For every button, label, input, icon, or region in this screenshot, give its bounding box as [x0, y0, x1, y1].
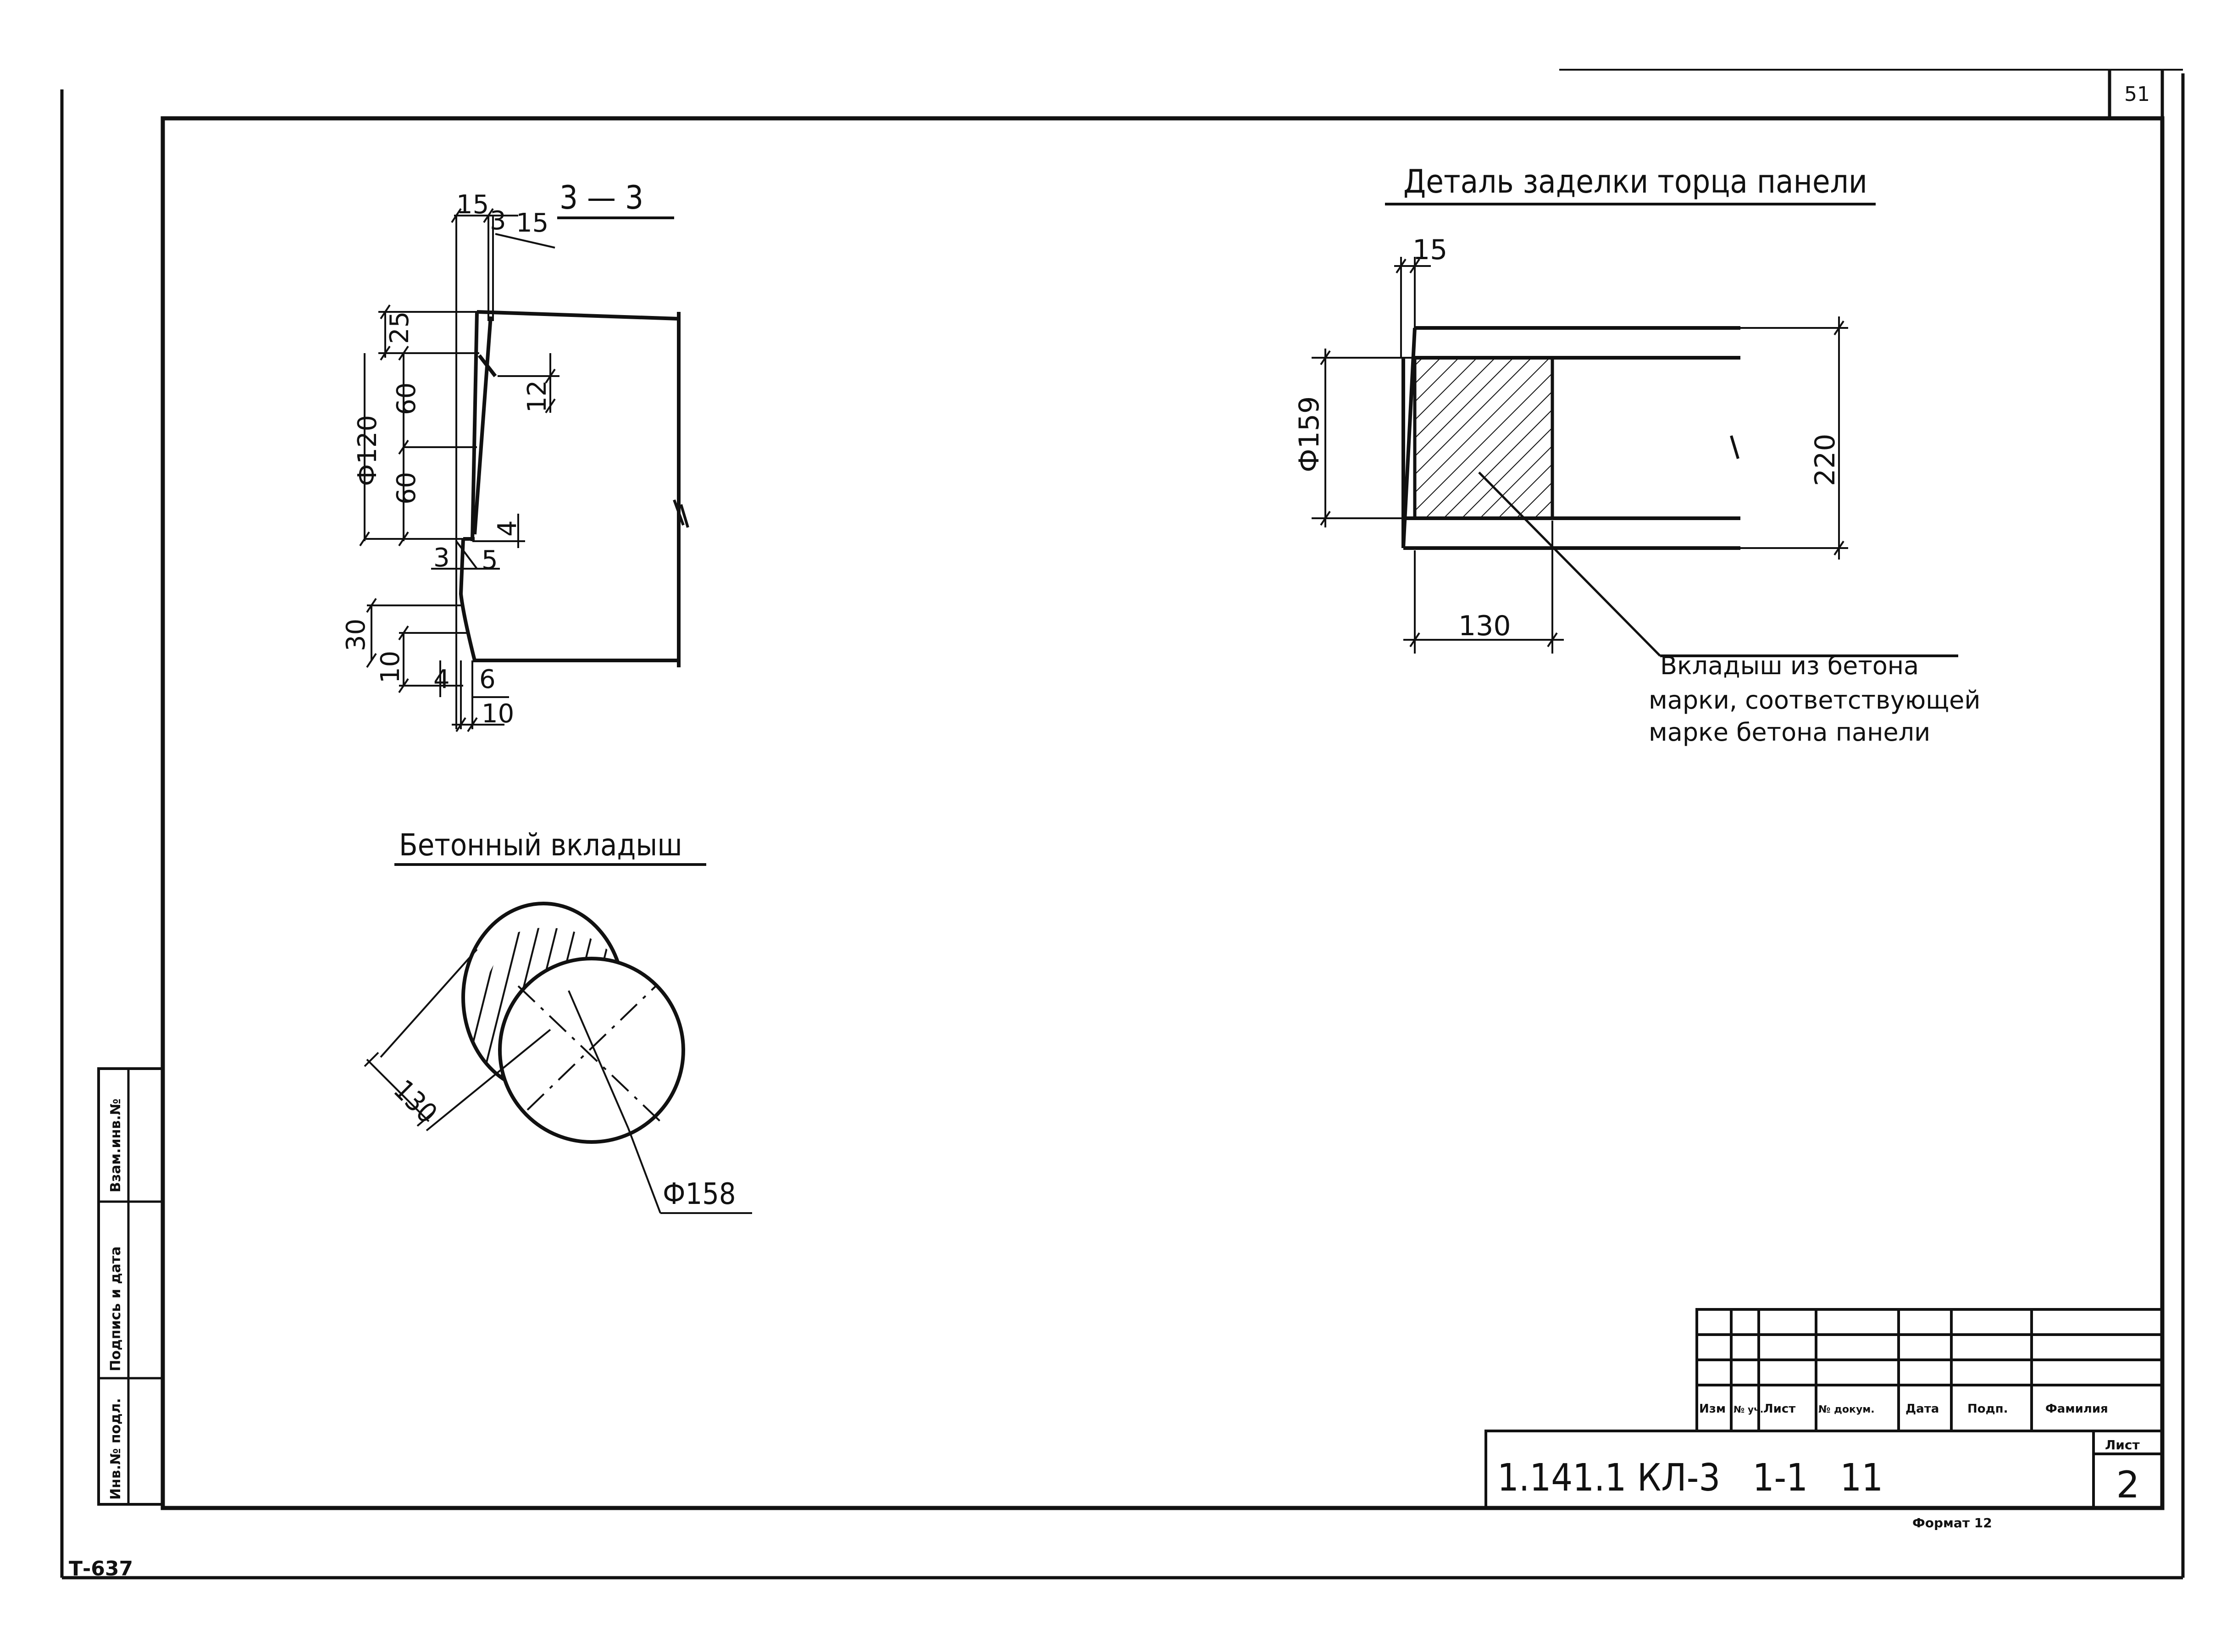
side-stamp: Инв.№ подл. Подпись и дата Взам.инв.№ — [97, 1067, 164, 1506]
dim-30: 30 — [341, 619, 371, 651]
dim-15-top-right: 15 — [516, 208, 548, 238]
panel-end-detail: Деталь заделки торца панели — [1293, 163, 1980, 747]
tb-header-familiya: Фамилия — [2045, 1402, 2108, 1416]
detail-note-line1: Вкладыш из бетона — [1660, 651, 1919, 680]
concrete-insert-view: Бетонный вкладыш — [364, 827, 752, 1214]
concrete-insert-hatch — [1413, 356, 1554, 520]
dim-6: 6 — [479, 665, 496, 694]
dim-3-top: 3 — [490, 206, 506, 236]
dim-3-mid: 3 — [433, 543, 450, 573]
detail-dim-130: 130 — [1458, 610, 1511, 642]
stamp-inv-podl: Инв.№ подл. — [108, 1398, 124, 1500]
dim-60-bottom: 60 — [392, 472, 421, 504]
insert-dim-130: 130 — [387, 1074, 443, 1130]
dim-10-left: 10 — [376, 651, 405, 683]
dim-10-bottom: 10 — [482, 699, 514, 729]
title-block: Изм № уч. Лист № докум. Дата Подп. Фамил… — [1484, 1308, 2164, 1530]
dim-25: 25 — [385, 311, 415, 344]
format-label: Формат 12 — [1912, 1515, 1992, 1530]
tb-designation: 1.141.1 КЛ-3 1-1 11 — [1497, 1456, 1883, 1500]
dim-60-top: 60 — [392, 383, 421, 415]
dim-12: 12 — [522, 380, 552, 413]
detail-dim-15: 15 — [1412, 234, 1447, 266]
tb-sheet-label: Лист — [2105, 1437, 2140, 1452]
tb-header-podp: Подп. — [1967, 1402, 2008, 1416]
dim-phi120: Ф120 — [353, 415, 382, 486]
page-number: 51 — [2124, 83, 2150, 106]
detail-dim-phi159: Ф159 — [1293, 396, 1325, 472]
stamp-vzam-inv: Взам.инв.№ — [108, 1098, 124, 1192]
detail-title: Деталь заделки торца панели — [1403, 163, 1867, 200]
tb-header-data: Дата — [1905, 1402, 1939, 1416]
tb-header-nuch: № уч. — [1734, 1404, 1763, 1415]
insert-dim-phi158: Ф158 — [663, 1177, 736, 1211]
tb-header-list: Лист — [1763, 1402, 1795, 1416]
detail-dim-220: 220 — [1809, 433, 1841, 486]
section-3-3: 3 — 3 — [341, 179, 689, 732]
dim-4-bottom: 4 — [433, 665, 450, 694]
tb-header-dokum: № докум. — [1818, 1404, 1875, 1415]
insert-title: Бетонный вкладыш — [399, 827, 682, 863]
insert-front-face — [498, 957, 685, 1144]
detail-note-line3: марке бетона панели — [1649, 718, 1930, 747]
archive-code: Т-637 — [69, 1557, 133, 1580]
stamp-podpis-data: Подпись и дата — [108, 1247, 124, 1371]
dim-15-top-left: 15 — [456, 190, 489, 220]
tb-sheet-number: 2 — [2116, 1464, 2140, 1506]
dim-4-right: 4 — [493, 520, 522, 537]
tb-header-izm: Изм — [1699, 1402, 1726, 1416]
dim-5: 5 — [482, 545, 498, 575]
section-3-3-title: 3 — 3 — [559, 179, 643, 216]
sheet-frame — [60, 69, 2185, 1580]
detail-note-line2: марки, соответствующей — [1649, 686, 1980, 715]
